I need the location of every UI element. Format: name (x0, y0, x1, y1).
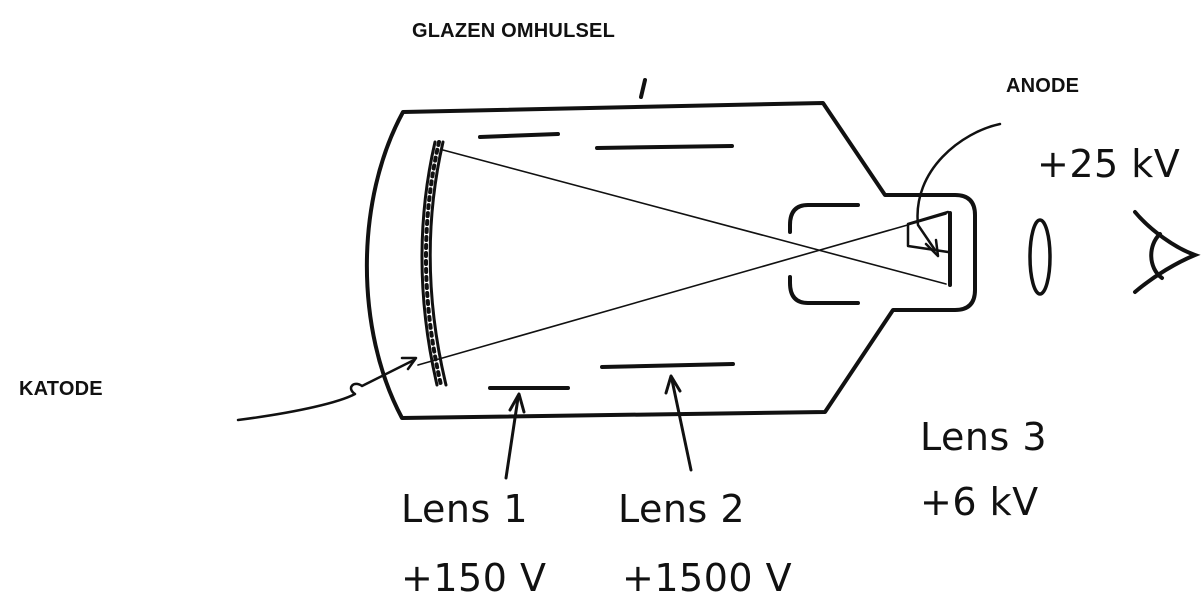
anode-voltage-label: +25 kV (1037, 142, 1181, 186)
lens1-pointer-head (508, 392, 526, 414)
glass-envelope-outline (364, 101, 977, 420)
lens3-voltage-label: +6 kV (920, 480, 1039, 524)
lens2-voltage-label: +1500 V (622, 556, 793, 600)
lens2-top-plate (595, 144, 734, 150)
photocathode-outer (420, 140, 439, 387)
lens2-bottom-plate (600, 362, 735, 369)
lens2-pointer (670, 378, 693, 472)
glass-envelope-label: GLAZEN OMHULSEL (412, 20, 615, 42)
lens1-voltage-label: +150 V (401, 556, 547, 600)
lens3-bracket-lower (788, 275, 860, 305)
anode-leader-arrow (924, 238, 940, 258)
lens2-pointer-head (664, 374, 682, 395)
lens1-top-plate (478, 132, 560, 139)
lens1-pointer (504, 396, 520, 480)
lens3-name-label: Lens 3 (920, 415, 1048, 459)
lens2-name-label: Lens 2 (618, 487, 746, 531)
anode-lead (906, 210, 950, 254)
anode-label: ANODE (1006, 75, 1080, 97)
lens3-bracket (788, 203, 860, 234)
electron-ray-top (442, 149, 947, 285)
katode-leader-arrow (400, 356, 418, 371)
eye-icon (1133, 210, 1201, 294)
katode-leader (236, 358, 416, 422)
envelope-pointer-mark (639, 78, 647, 99)
lens-icon (1028, 218, 1052, 296)
lens1-name-label: Lens 1 (401, 487, 529, 531)
anode-leader (916, 122, 1002, 252)
electron-ray-bottom (417, 213, 947, 366)
photocathode-inner (428, 140, 448, 387)
photocathode-texture (424, 140, 443, 387)
katode-label: KATODE (19, 378, 103, 400)
